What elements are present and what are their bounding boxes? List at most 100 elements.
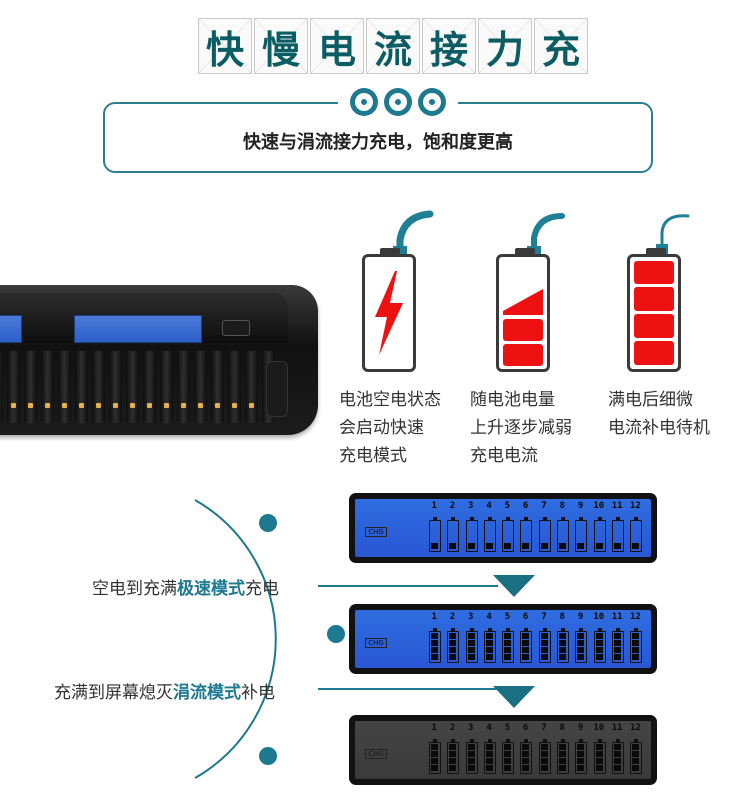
title-char: 快: [198, 18, 252, 74]
title-char: 力: [478, 18, 532, 74]
lcd-slot-number: 8: [559, 723, 565, 733]
subtitle-text: 快速与涓流接力充电，饱和度更高: [243, 132, 513, 153]
charger-slot: [126, 351, 139, 423]
lcd-battery-icon: [593, 739, 611, 777]
charger-top-panel: [0, 293, 288, 343]
lcd-slot-number: 8: [559, 612, 565, 622]
lcd-battery-icon: [465, 739, 483, 777]
lcd-battery-icon: [446, 517, 464, 555]
battery-cap: [646, 248, 666, 255]
charger-slot: [194, 351, 207, 423]
lcd-slot-number: 1: [431, 723, 437, 733]
charging-cable-icon: [393, 210, 434, 258]
label-line: 电池空电状态: [339, 390, 441, 410]
lcd-battery-icon: [593, 628, 611, 666]
lcd-slot-number: 12: [629, 501, 641, 511]
label-line: 充电电流: [470, 446, 538, 466]
battery-charging-label: 随电池电量 上升逐步减弱 充电电流: [470, 386, 572, 470]
charger-slots: [0, 351, 280, 423]
page-title: 快 慢 电 流 接 力 充: [198, 18, 590, 74]
lcd-slot-number: 9: [577, 723, 584, 733]
battery-empty-label: 电池空电状态 会启动快速 充电模式: [339, 386, 441, 470]
lcd-slot-number: 7: [541, 501, 547, 511]
charger-slot: [109, 351, 122, 423]
lcd-slot-number: 12: [629, 723, 641, 733]
title-char: 流: [366, 18, 420, 74]
label-line: 充电模式: [339, 446, 407, 466]
charger-device-image: [0, 285, 318, 445]
flow-connector-line: [318, 585, 498, 587]
charger-slot: [143, 351, 156, 423]
flow-text-highlight: 涓流模式: [173, 683, 241, 703]
lcd-battery-icon: [428, 628, 446, 666]
lcd-battery-icon: [629, 739, 647, 777]
label-line: 随电池电量: [470, 390, 555, 410]
lcd-slot-number: 5: [504, 612, 511, 622]
charger-slot: [228, 351, 241, 423]
charger-slot: [58, 351, 71, 423]
lcd-slot-number: 11: [611, 501, 623, 511]
label-line: 会启动快速: [339, 418, 424, 438]
chg-indicator: CHG: [365, 527, 387, 537]
lcd-battery-icon: [611, 628, 629, 666]
lcd-slot-number: 2: [449, 501, 456, 511]
lcd-battery-icon: [501, 628, 519, 666]
lcd-battery-icon: [519, 517, 537, 555]
lcd-battery-icon: [428, 739, 446, 777]
label-line: 电流补电待机: [608, 418, 710, 438]
charger-latch: [266, 361, 288, 417]
target-icon: [384, 88, 412, 116]
lcd-slot-number: 10: [593, 612, 605, 622]
charger-slot: [92, 351, 105, 423]
lcd-slot-number: 6: [522, 612, 529, 622]
lcd-slot-number: 6: [522, 501, 529, 511]
flow-step-trickle-charge: 充满到屏幕熄灭涓流模式补电: [54, 678, 275, 703]
lcd-battery-icon: [501, 739, 519, 777]
chg-indicator: CHG: [365, 638, 387, 648]
lcd-slot-number: 1: [431, 612, 437, 622]
target-icon: [350, 88, 378, 116]
charger-slot: [211, 351, 224, 423]
lcd-slot-number: 10: [593, 501, 605, 511]
lcd-battery-icon: [538, 739, 556, 777]
lcd-battery-icon: [501, 517, 519, 555]
charger-button: [222, 320, 250, 336]
flow-diagram: [194, 499, 360, 779]
lcd-battery-icon: [446, 739, 464, 777]
lcd-slot-number: 7: [541, 612, 547, 622]
lcd-slot-number: 2: [449, 612, 456, 622]
flow-text-prefix: 充满到屏幕熄灭: [54, 683, 173, 703]
charger-slot: [7, 351, 20, 423]
lcd-battery-icon: [483, 739, 501, 777]
lcd-slot-number: 12: [629, 612, 641, 622]
battery-cap: [515, 248, 535, 255]
charger-slot: [245, 351, 258, 423]
lcd-battery-icon: [446, 628, 464, 666]
lcd-slot-number: 3: [468, 612, 474, 622]
lcd-battery-row: [428, 739, 648, 777]
lcd-battery-icon: [519, 628, 537, 666]
flow-text-highlight: 极速模式: [177, 579, 245, 599]
lcd-slot-number: 4: [486, 723, 492, 733]
lcd-slot-number: 11: [611, 612, 623, 622]
battery-cap: [380, 248, 400, 255]
target-icon: [418, 88, 446, 116]
lcd-battery-icon: [574, 517, 592, 555]
lcd-slot-number: 7: [541, 723, 547, 733]
lcd-battery-icon: [483, 628, 501, 666]
chg-indicator: CHG: [365, 749, 387, 759]
label-line: 满电后细微: [608, 390, 693, 410]
lcd-battery-icon: [465, 628, 483, 666]
lcd-battery-icon: [611, 739, 629, 777]
flow-step-fast-charge: 空电到充满极速模式充电: [92, 574, 279, 599]
battery-full-label: 满电后细微 电流补电待机: [608, 386, 710, 442]
battery-empty-icon: [362, 254, 416, 372]
title-char: 接: [422, 18, 476, 74]
lcd-battery-icon: [629, 517, 647, 555]
lcd-battery-icon: [611, 517, 629, 555]
charger-slot: [160, 351, 173, 423]
